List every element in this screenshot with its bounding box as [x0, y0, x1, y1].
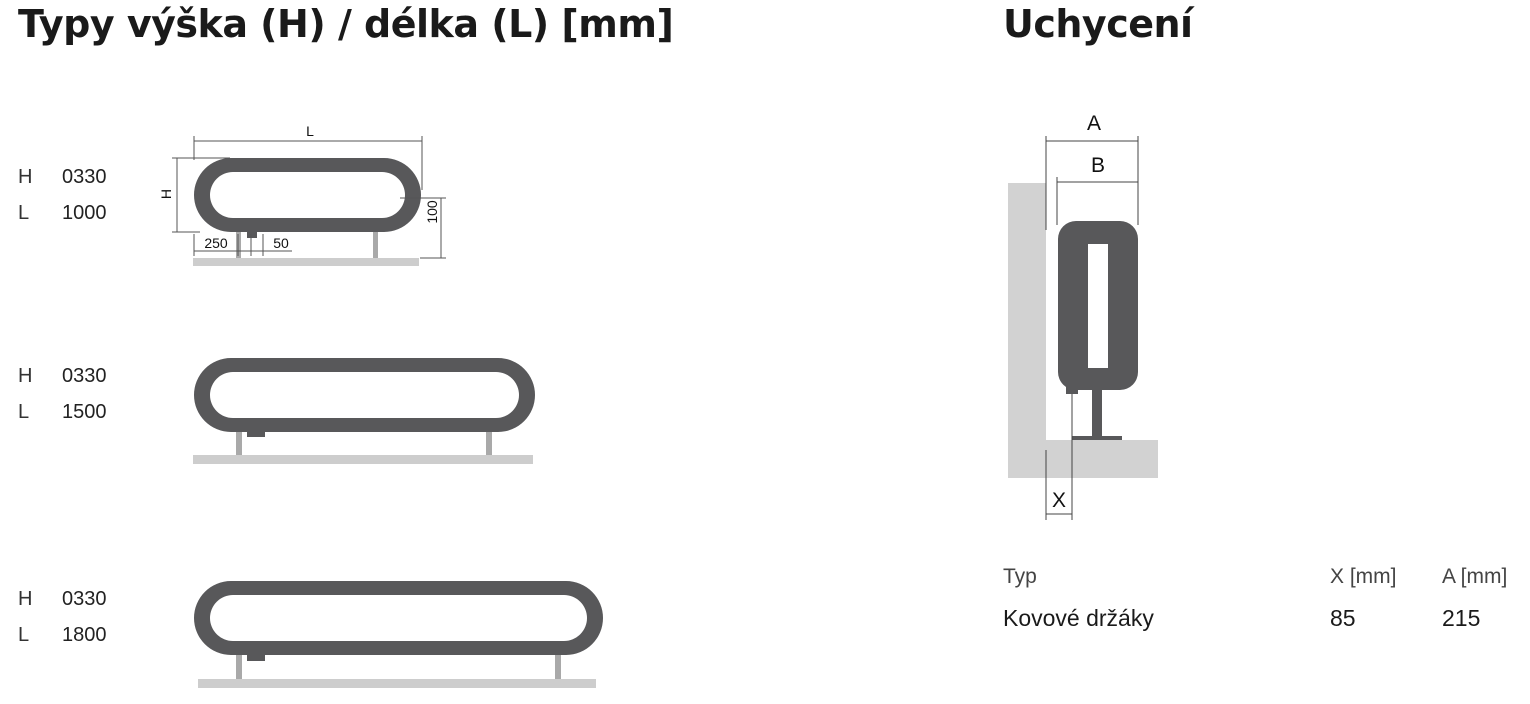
- type-2-h-value: 0330: [62, 365, 107, 387]
- mounting-bracket-post: [1092, 385, 1102, 440]
- type-3-length-row: L 1800: [18, 624, 138, 660]
- type-2-height-row: H 0330: [18, 365, 138, 401]
- type-2-length-row: L 1500: [18, 401, 138, 437]
- table-header-x: X [mm]: [1330, 565, 1397, 588]
- mounting-table: Typ X [mm] A [mm] Kovové držáky 85 215: [1003, 565, 1523, 645]
- mounting-floor: [1008, 440, 1158, 478]
- radiator-3-drawing: [194, 581, 603, 688]
- type-1-h-value: 0330: [62, 166, 107, 188]
- type-3-h-value: 0330: [62, 588, 107, 610]
- type-3-l-value: 1800: [62, 624, 107, 646]
- radiator-3-floor: [198, 679, 596, 688]
- table-row-a: 215: [1442, 605, 1481, 631]
- type-2-h-label: H: [18, 365, 33, 387]
- type-3-l-label: L: [18, 624, 30, 646]
- type-2-l-label: L: [18, 401, 30, 423]
- radiator-1-height-label: H: [158, 189, 174, 199]
- radiator-1-floor: [193, 258, 419, 266]
- type-1-length-row: L 1000: [18, 202, 138, 238]
- mounting-wall: [1008, 183, 1046, 478]
- radiator-1-length-dimension: [193, 136, 423, 190]
- radiator-1-leg-height-dimension: [400, 197, 446, 259]
- mounting-b-label: B: [1091, 154, 1105, 177]
- radiator-1-drawing: L H 100 250 50: [158, 123, 446, 266]
- radiator-2-leg-right: [486, 431, 492, 455]
- radiator-2-leg-left: [236, 431, 242, 455]
- mounting-title: Uchycení: [1003, 2, 1193, 46]
- radiator-1-valve: [247, 232, 257, 238]
- type-2-l-value: 1500: [62, 401, 107, 423]
- type-1-h-label: H: [18, 166, 33, 188]
- type-1-l-value: 1000: [62, 202, 107, 224]
- type-3-dimensions: H 0330 L 1800: [18, 588, 138, 660]
- type-1-height-row: H 0330: [18, 166, 138, 202]
- table-header-type: Typ: [1003, 565, 1037, 588]
- radiator-1-length-label: L: [306, 123, 314, 139]
- radiator-1-leg-height-label: 100: [424, 200, 440, 224]
- radiator-1-leg-spacing-label: 50: [273, 235, 289, 251]
- mounting-drawing: A B X: [1008, 112, 1158, 520]
- radiator-2-body: [194, 358, 535, 432]
- mounting-b-dimension: [1056, 177, 1138, 225]
- radiator-1-leg-offset-dimension: [193, 234, 292, 256]
- radiator-1-leg-offset-label: 250: [204, 235, 228, 251]
- radiator-1-body: [194, 158, 421, 232]
- mounting-x-dimension: [1045, 394, 1073, 520]
- radiator-2-drawing: [193, 358, 535, 464]
- radiator-1-leg-right: [373, 232, 378, 258]
- type-1-dimensions: H 0330 L 1000: [18, 166, 138, 238]
- type-3-h-label: H: [18, 588, 33, 610]
- radiator-3-valve: [247, 655, 265, 661]
- mounting-x-label: X: [1052, 489, 1066, 512]
- radiator-1-height-dimension: [172, 157, 230, 233]
- mounting-a-label: A: [1087, 112, 1101, 135]
- type-3-height-row: H 0330: [18, 588, 138, 624]
- radiator-3-body: [194, 581, 603, 655]
- table-header-a: A [mm]: [1442, 565, 1508, 588]
- table-row-type: Kovové držáky: [1003, 605, 1154, 631]
- types-title: Typy výška (H) / délka (L) [mm]: [18, 2, 674, 46]
- table-row-x: 85: [1330, 605, 1356, 631]
- mounting-a-dimension: [1045, 136, 1139, 230]
- radiator-2-floor: [193, 455, 533, 464]
- mounting-radiator-profile: [1058, 221, 1138, 390]
- radiator-3-leg-right: [555, 655, 561, 679]
- radiator-2-valve: [247, 431, 265, 437]
- type-1-l-label: L: [18, 202, 30, 224]
- radiator-3-leg-left: [236, 655, 242, 679]
- type-2-dimensions: H 0330 L 1500: [18, 365, 138, 437]
